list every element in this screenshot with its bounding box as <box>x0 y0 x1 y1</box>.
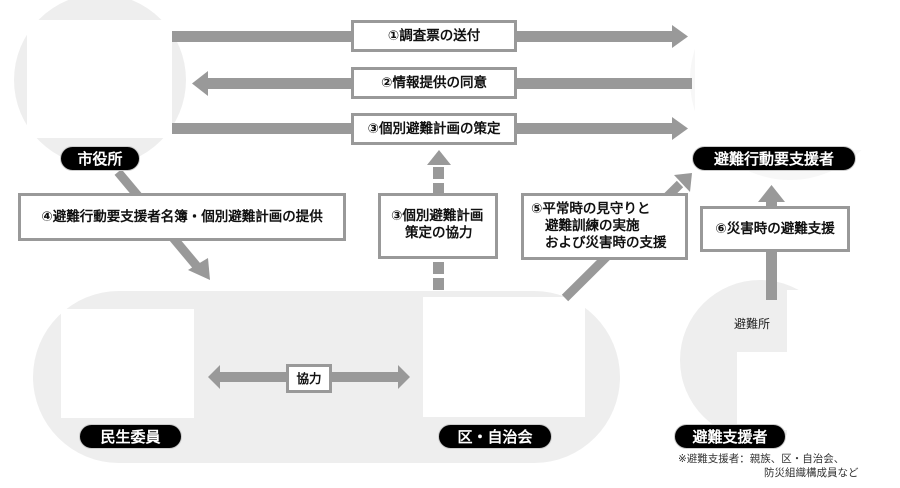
shelter-label: 避難所 <box>734 317 771 331</box>
step1-label: ①調査票の送付 <box>387 27 481 44</box>
cooperation-label: 協力 <box>296 371 322 386</box>
district-association-pill: 区・自治会 <box>438 424 552 449</box>
step3b-line2: 策定の協力 <box>405 225 473 241</box>
shelter-area <box>733 298 788 343</box>
step1-label-box: ①調査票の送付 <box>351 20 517 52</box>
step3b-label-box: ③個別避難計画 策定の協力 <box>378 193 498 259</box>
step3b-line1: ③個別避難計画 <box>391 208 484 224</box>
step5-line2: 避難訓練の実施 <box>545 218 640 234</box>
city-hall-pill: 市役所 <box>60 146 140 171</box>
step4-label-box: ④避難行動要支援者名簿・個別避難計画の提供 <box>18 193 346 241</box>
step2-label-box: ②情報提供の同意 <box>351 67 517 99</box>
step5-line1: ⑤平常時の見守りと <box>531 201 651 217</box>
step2-label: ②情報提供の同意 <box>381 74 487 91</box>
welfare-commissioner-photo-area <box>61 309 194 418</box>
step4-label: ④避難行動要支援者名簿・個別避難計画の提供 <box>41 208 323 225</box>
step3-label: ③個別避難計画の策定 <box>367 120 501 137</box>
city-hall-photo-area <box>27 20 172 138</box>
step6-label: ⑥災害時の避難支援 <box>715 220 835 237</box>
footnote-line2: 防災組織構成員など <box>764 467 859 479</box>
district-association-label: 区・自治会 <box>457 428 533 446</box>
arrow-step3b-dashed <box>427 150 451 290</box>
footnote: ※避難支援者：親族、区・自治会、 防災組織構成員など <box>678 452 859 480</box>
supporter-photo-area <box>737 352 787 430</box>
step3-label-box: ③個別避難計画の策定 <box>351 113 517 145</box>
welfare-commissioner-pill: 民生委員 <box>79 424 182 449</box>
welfare-commissioner-label: 民生委員 <box>100 428 161 446</box>
footnote-line1: ※避難支援者：親族、区・自治会、 <box>678 453 845 465</box>
evacuation-supporter-pill: 避難支援者 <box>674 424 786 449</box>
step5-line3: および災害時の支援 <box>545 235 667 251</box>
step6-label-box: ⑥災害時の避難支援 <box>700 206 850 252</box>
cooperation-label-box: 協力 <box>286 364 332 393</box>
person-photo-area <box>695 0 900 150</box>
evacuation-supporter-label: 避難支援者 <box>692 428 768 446</box>
person-needing-support-label: 避難行動要支援者 <box>713 150 834 168</box>
district-association-photo-area <box>423 297 585 417</box>
white-right-mask <box>787 290 900 440</box>
step5-label-box: ⑤平常時の見守りと 避難訓練の実施 および災害時の支援 <box>521 193 688 260</box>
city-hall-label: 市役所 <box>77 150 123 168</box>
person-needing-support-pill: 避難行動要支援者 <box>692 146 856 171</box>
